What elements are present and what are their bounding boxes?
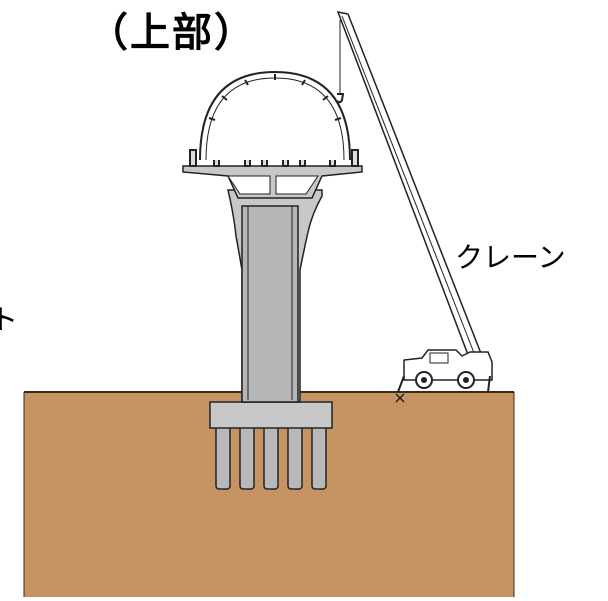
girder-cell-left [227, 175, 271, 195]
dome-ribs [208, 74, 342, 121]
pile [287, 424, 303, 490]
left-cut-label: ト [0, 303, 19, 336]
pier-shaft [241, 205, 299, 403]
pile [263, 424, 279, 490]
crane-label: クレーン [455, 241, 566, 274]
box-girder [182, 165, 363, 199]
dome-cover [199, 70, 351, 161]
page-title: （上部） [88, 10, 256, 56]
girder-cell-right [275, 175, 319, 195]
pile [311, 424, 327, 490]
crane-cab-window [429, 352, 449, 364]
crane-outrigger [487, 375, 491, 393]
crane-outrigger-pad [395, 393, 405, 403]
foundation-piles [215, 424, 327, 490]
crane-boom-chord [341, 15, 477, 359]
deck-post [189, 149, 197, 167]
crane-outrigger [397, 375, 405, 393]
crane [336, 10, 493, 403]
crane-hook [336, 93, 345, 104]
pile [239, 424, 255, 490]
deck-post [351, 149, 359, 167]
crane-boom [336, 10, 483, 361]
footing [209, 401, 333, 429]
pile [215, 424, 231, 490]
